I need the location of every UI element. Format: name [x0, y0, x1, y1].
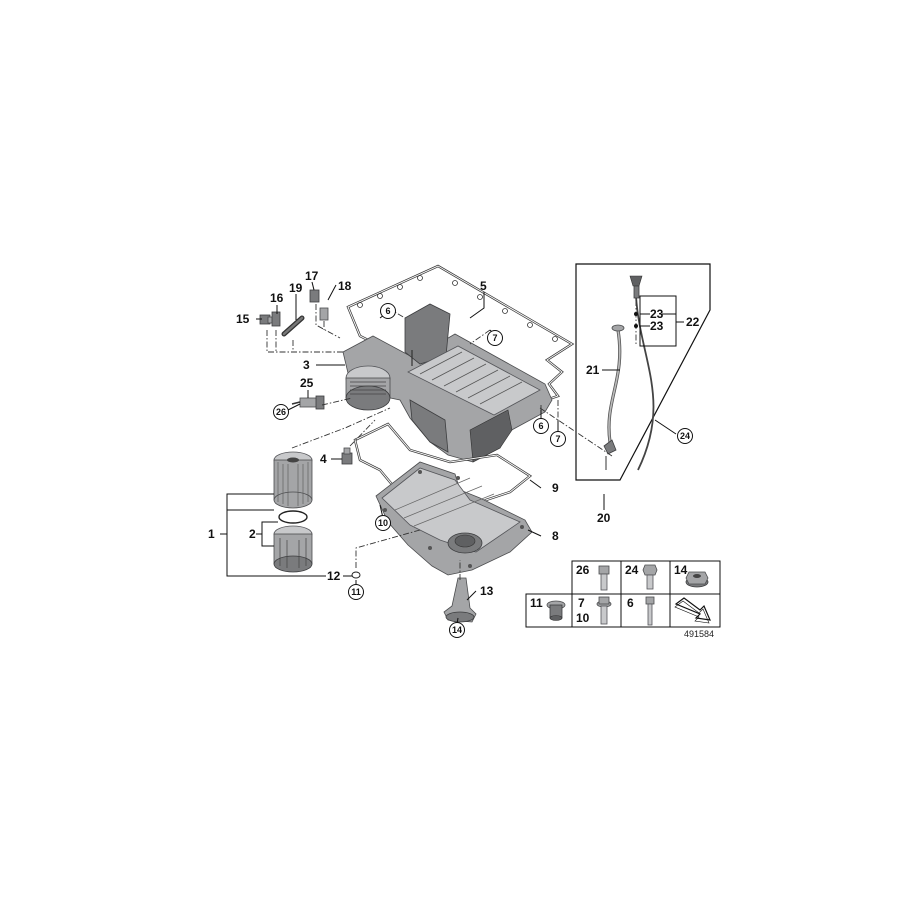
legend-hex-bolt-icon — [642, 564, 658, 590]
dipstick — [629, 275, 655, 471]
circled-26: 26 — [276, 407, 286, 417]
connector-18 — [319, 307, 329, 321]
sensor-17 — [309, 289, 320, 303]
dipstick-guide-tube — [603, 324, 625, 470]
callout-13: 13 — [480, 584, 494, 598]
legend-6: 6 — [627, 596, 634, 610]
callout-8: 8 — [552, 529, 559, 543]
callout-12: 12 — [327, 569, 341, 583]
callout-3: 3 — [303, 358, 310, 372]
legend-14: 14 — [674, 563, 688, 577]
oil-sensor-25 — [291, 395, 325, 410]
legend-long-bolt-icon — [645, 596, 655, 626]
circled-10: 10 — [378, 518, 388, 528]
lower-oil-pan-gasket — [353, 422, 533, 522]
circled-6-right: 6 — [538, 421, 543, 431]
callout-15: 15 — [236, 312, 250, 326]
callout-25: 25 — [300, 376, 314, 390]
callout-9: 9 — [552, 481, 559, 495]
legend-flange-bolt-icon — [596, 596, 612, 625]
diagram-reference-number: 491584 — [684, 629, 714, 639]
direction-arrow-icon — [674, 597, 711, 624]
callout-20: 20 — [597, 511, 611, 525]
circled-14: 14 — [452, 625, 462, 635]
callout-labels: 1 2 3 4 5 8 9 12 13 15 16 17 18 19 20 21… — [208, 269, 700, 598]
legend-drain-plug-icon — [546, 600, 566, 621]
oil-filter-element — [273, 451, 313, 509]
legend-11: 11 — [530, 596, 543, 610]
assembly-lines — [266, 300, 637, 580]
callout-4: 4 — [320, 452, 327, 466]
callout-5: 5 — [480, 279, 487, 293]
legend-7: 7 — [578, 596, 585, 610]
hose-19 — [281, 315, 305, 337]
sensor-16 — [271, 311, 281, 327]
callout-1: 1 — [208, 527, 215, 541]
legend-26: 26 — [576, 563, 590, 577]
circled-7-right: 7 — [555, 434, 560, 444]
circled-7-top: 7 — [492, 333, 497, 343]
callout-23-upper: 23 — [650, 307, 664, 321]
callout-17: 17 — [305, 269, 319, 283]
lower-oil-pan — [375, 461, 533, 576]
oil-temperature-sensor-4 — [341, 447, 353, 465]
upper-oil-pan — [342, 303, 553, 463]
circled-references — [273, 303, 693, 638]
callout-19: 19 — [289, 281, 303, 295]
circled-24: 24 — [680, 431, 690, 441]
legend-24: 24 — [625, 563, 639, 577]
circled-reference-labels: 6 7 6 7 26 10 11 14 24 — [276, 306, 690, 635]
circled-11: 11 — [351, 587, 361, 597]
callout-23-lower: 23 — [650, 319, 664, 333]
legend-socket-screw-icon — [598, 565, 610, 591]
callout-21: 21 — [586, 363, 600, 377]
callout-18: 18 — [338, 279, 352, 293]
oil-suction-pipe — [443, 577, 477, 623]
oil-filter-cover — [273, 525, 313, 573]
callout-22: 22 — [686, 315, 700, 329]
filter-o-ring — [278, 510, 308, 524]
seal-ring-12 — [351, 571, 361, 579]
legend-flange-nut-icon — [685, 571, 709, 588]
fastener-legend: 26 24 14 11 7 10 6 — [525, 560, 721, 628]
legend-10: 10 — [576, 611, 590, 625]
callout-2: 2 — [249, 527, 256, 541]
callout-16: 16 — [270, 291, 284, 305]
dipstick-group-frame — [575, 263, 711, 481]
circled-6-top: 6 — [385, 306, 390, 316]
